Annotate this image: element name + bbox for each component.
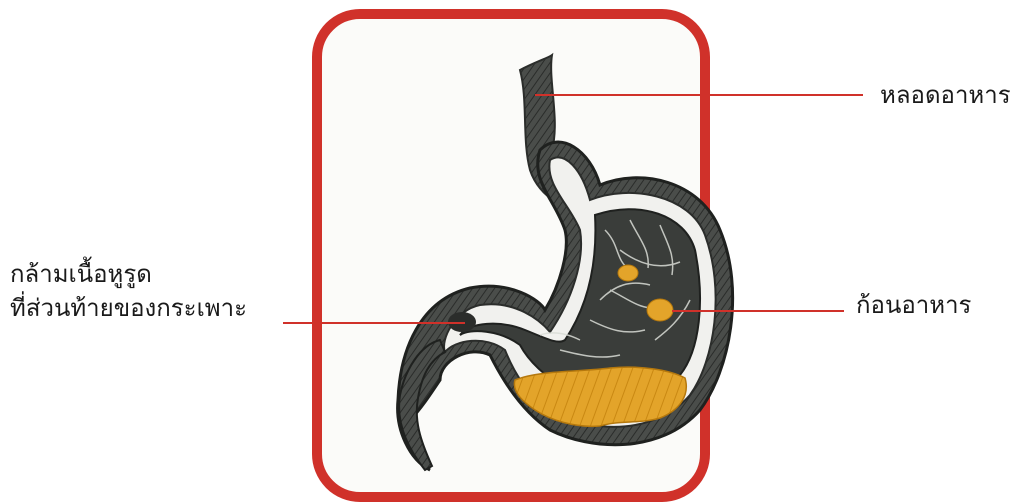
food-lump-small [618,265,638,281]
leader-line-sphincter [283,322,465,324]
pyloric-sphincter-label-line2: ที่ส่วนท้ายของกระเพาะ [10,291,247,325]
leader-line-esophagus [535,94,863,96]
pyloric-sphincter-label: กล้ามเนื้อหูรูด ที่ส่วนท้ายของกระเพาะ [10,257,247,325]
leader-line-food [672,310,844,312]
pyloric-sphincter-label-line1: กล้ามเนื้อหูรูด [10,257,247,291]
esophagus-label: หลอดอาหาร [880,78,1011,112]
food-lump-large [647,299,673,321]
food-lump-label: ก้อนอาหาร [856,288,971,322]
